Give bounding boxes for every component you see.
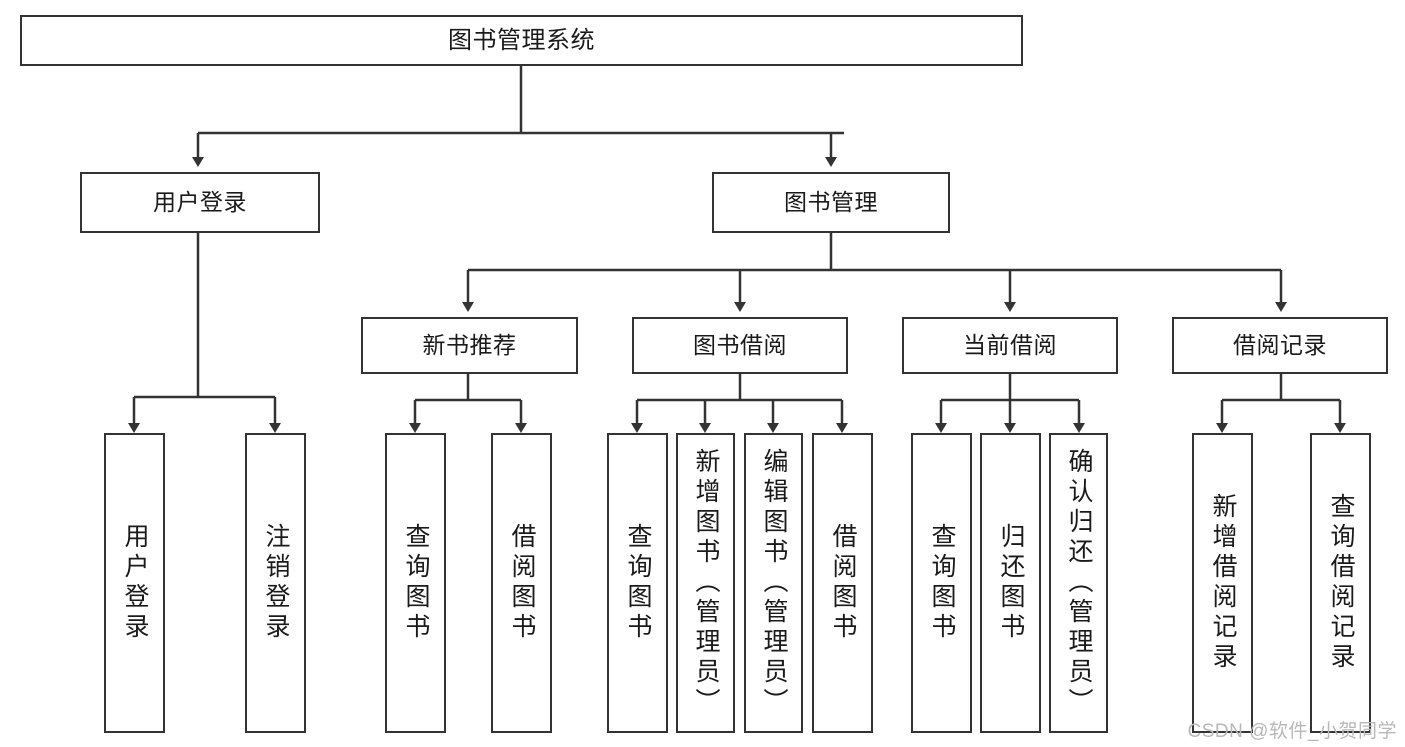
node-label: 归还图书 — [997, 523, 1025, 643]
leaf-new-book-query-book[interactable]: 查询图书 — [385, 433, 446, 733]
leaf-book-borrow-edit-book-admin[interactable]: 编辑图书（管理员） — [744, 433, 803, 733]
node-label: 查询借阅记录 — [1327, 493, 1355, 673]
node-label: 新增图书（管理员） — [692, 448, 720, 718]
node-label: 用户登录 — [121, 523, 149, 643]
csdn-watermark: CSDN @软件_小贺同学 — [1187, 721, 1397, 742]
node-label: 新书推荐 — [422, 332, 517, 359]
node-root-book-management-system[interactable]: 图书管理系统 — [20, 15, 1023, 66]
node-label: 图书管理 — [784, 189, 878, 216]
leaf-current-borrow-return-book[interactable]: 归还图书 — [980, 433, 1041, 733]
node-label: 查询图书 — [624, 523, 652, 643]
node-label: 新增借阅记录 — [1209, 493, 1237, 673]
node-label: 查询图书 — [928, 523, 956, 643]
leaf-book-borrow-add-book-admin[interactable]: 新增图书（管理员） — [676, 433, 735, 733]
leaf-user-login-login[interactable]: 用户登录 — [104, 433, 165, 733]
node-label: 查询图书 — [402, 523, 430, 643]
node-label: 借阅图书 — [829, 523, 857, 643]
node-label: 编辑图书（管理员） — [760, 448, 788, 718]
node-label: 注销登录 — [262, 523, 290, 643]
leaf-current-borrow-confirm-return-admin[interactable]: 确认归还（管理员） — [1049, 433, 1108, 733]
node-new-book-recommend[interactable]: 新书推荐 — [361, 317, 578, 374]
node-borrow-record[interactable]: 借阅记录 — [1172, 317, 1388, 374]
leaf-book-borrow-borrow-book[interactable]: 借阅图书 — [812, 433, 873, 733]
node-book-borrow[interactable]: 图书借阅 — [632, 317, 848, 374]
node-label: 借阅图书 — [508, 523, 536, 643]
node-label: 借阅记录 — [1233, 332, 1327, 359]
node-label: 用户登录 — [153, 189, 247, 216]
node-current-borrow[interactable]: 当前借阅 — [902, 317, 1118, 374]
leaf-new-book-borrow-book[interactable]: 借阅图书 — [491, 433, 552, 733]
node-book-management[interactable]: 图书管理 — [712, 172, 950, 233]
leaf-borrow-record-add-record[interactable]: 新增借阅记录 — [1192, 433, 1253, 733]
node-user-login[interactable]: 用户登录 — [80, 172, 320, 233]
leaf-current-borrow-query-book[interactable]: 查询图书 — [911, 433, 972, 733]
node-label: 图书管理系统 — [448, 26, 595, 54]
leaf-book-borrow-query-book[interactable]: 查询图书 — [607, 433, 668, 733]
node-label: 当前借阅 — [963, 332, 1057, 359]
node-label: 图书借阅 — [693, 332, 787, 359]
leaf-borrow-record-query-record[interactable]: 查询借阅记录 — [1310, 433, 1371, 733]
node-label: 确认归还（管理员） — [1065, 448, 1093, 718]
leaf-user-login-logout[interactable]: 注销登录 — [245, 433, 306, 733]
